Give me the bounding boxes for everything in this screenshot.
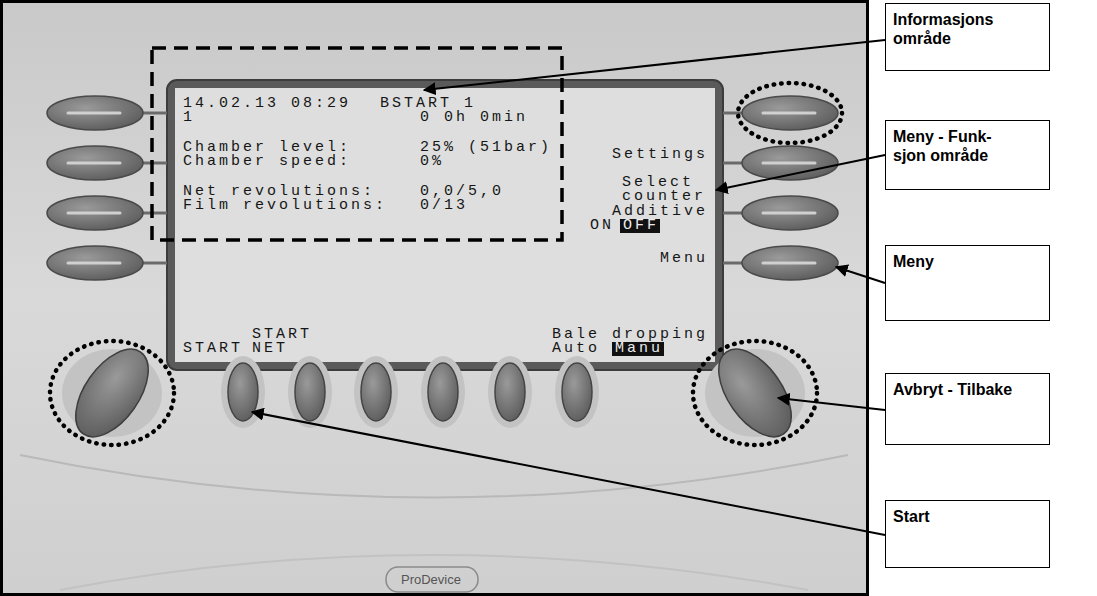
key-stem (143, 112, 167, 115)
callout-box: Avbryt - Tilbake (885, 373, 1050, 445)
leader-arrow (778, 398, 885, 410)
key-highlight (68, 162, 120, 165)
callout-box: Start (885, 500, 1050, 568)
screen-text: 25% (51bar) (420, 141, 552, 155)
screen-text: Auto (552, 342, 600, 356)
leader-arrow (836, 267, 885, 283)
screen-text: Select counter (622, 176, 712, 204)
key-plate (555, 356, 599, 428)
screen-text: Net revolutions: (183, 185, 375, 199)
key-stem (143, 162, 167, 165)
screen-text: BSTART 1 (380, 97, 476, 111)
key-plate (354, 356, 398, 428)
leader-arrow (424, 40, 885, 90)
left-soft-keys (47, 96, 167, 280)
callout-text: Meny - Funk- sjon område (893, 127, 1013, 165)
function-key (428, 363, 458, 421)
screen-text-selected: OFF (620, 219, 660, 233)
screen-text: Menu (660, 252, 708, 266)
function-key (562, 363, 592, 421)
function-key (295, 363, 325, 421)
key-stem (143, 212, 167, 215)
key-highlight (763, 162, 815, 165)
screen-text: 0% (420, 155, 444, 169)
soft-key (47, 96, 143, 130)
screen-text: 0/13 (420, 199, 468, 213)
key-plate (221, 356, 265, 428)
function-key (495, 363, 525, 421)
start-key (61, 337, 163, 450)
key-stem (723, 212, 742, 215)
callout-text: Informasjons område (893, 10, 1013, 48)
callout-box: Meny (885, 245, 1050, 321)
screen-text: 1 (183, 111, 195, 125)
key-highlight (763, 112, 815, 115)
cancel-key (704, 337, 806, 450)
soft-key (47, 146, 143, 180)
soft-key (742, 246, 838, 280)
screen-text-selected: Manu (612, 342, 664, 356)
dashed-frame (152, 48, 562, 240)
key-plate (488, 356, 532, 428)
callout-text: Meny (893, 252, 1043, 271)
screen-text: START NET (252, 328, 322, 356)
key-stem (143, 262, 167, 265)
callout-text: Avbryt - Tilbake (893, 380, 1043, 399)
soft-key (47, 246, 143, 280)
screen-text: Bale dropping (552, 328, 708, 342)
screen-bezel (167, 80, 723, 370)
key-highlight (68, 112, 120, 115)
key-stem (723, 162, 742, 165)
soft-key (47, 196, 143, 230)
callout-text: Start (893, 507, 1043, 526)
leader-arrow (716, 155, 885, 190)
dotted-ring (693, 341, 817, 445)
key-plate (421, 356, 465, 428)
key-highlight (68, 262, 120, 265)
soft-key (742, 196, 838, 230)
dotted-ring (738, 83, 842, 143)
key-plate (288, 356, 332, 428)
screen-text: Film revolutions: (183, 199, 387, 213)
key-highlight (68, 212, 120, 215)
key-stem (723, 262, 742, 265)
function-key (361, 363, 391, 421)
screen-text: Additive (612, 205, 708, 219)
dotted-ring (50, 341, 174, 445)
screen-text: 0,0/5,0 (420, 185, 504, 199)
screen-text: Chamber level: (183, 141, 351, 155)
screen-text: 0 0h 0min (420, 111, 528, 125)
screen-text: 14.02.13 08:29 (183, 97, 351, 111)
key-highlight (763, 262, 815, 265)
key-highlight (763, 212, 815, 215)
panel-contour (60, 555, 808, 590)
brand-logo-text: ProDevice (401, 572, 461, 587)
screen-text: ON (590, 219, 614, 233)
screen-text: START (183, 342, 243, 356)
screen-text: Chamber speed: (183, 155, 351, 169)
panel-contour (20, 455, 848, 498)
screen-text: Settings (612, 148, 708, 162)
logo-oval (386, 567, 478, 592)
callout-box: Informasjons område (885, 3, 1050, 71)
soft-key (742, 96, 838, 130)
lcd-screen (175, 88, 715, 362)
callout-box: Meny - Funk- sjon område (885, 120, 1050, 190)
leader-arrow (252, 412, 885, 535)
leader-lines (252, 40, 885, 535)
highlight-rings (50, 83, 842, 445)
